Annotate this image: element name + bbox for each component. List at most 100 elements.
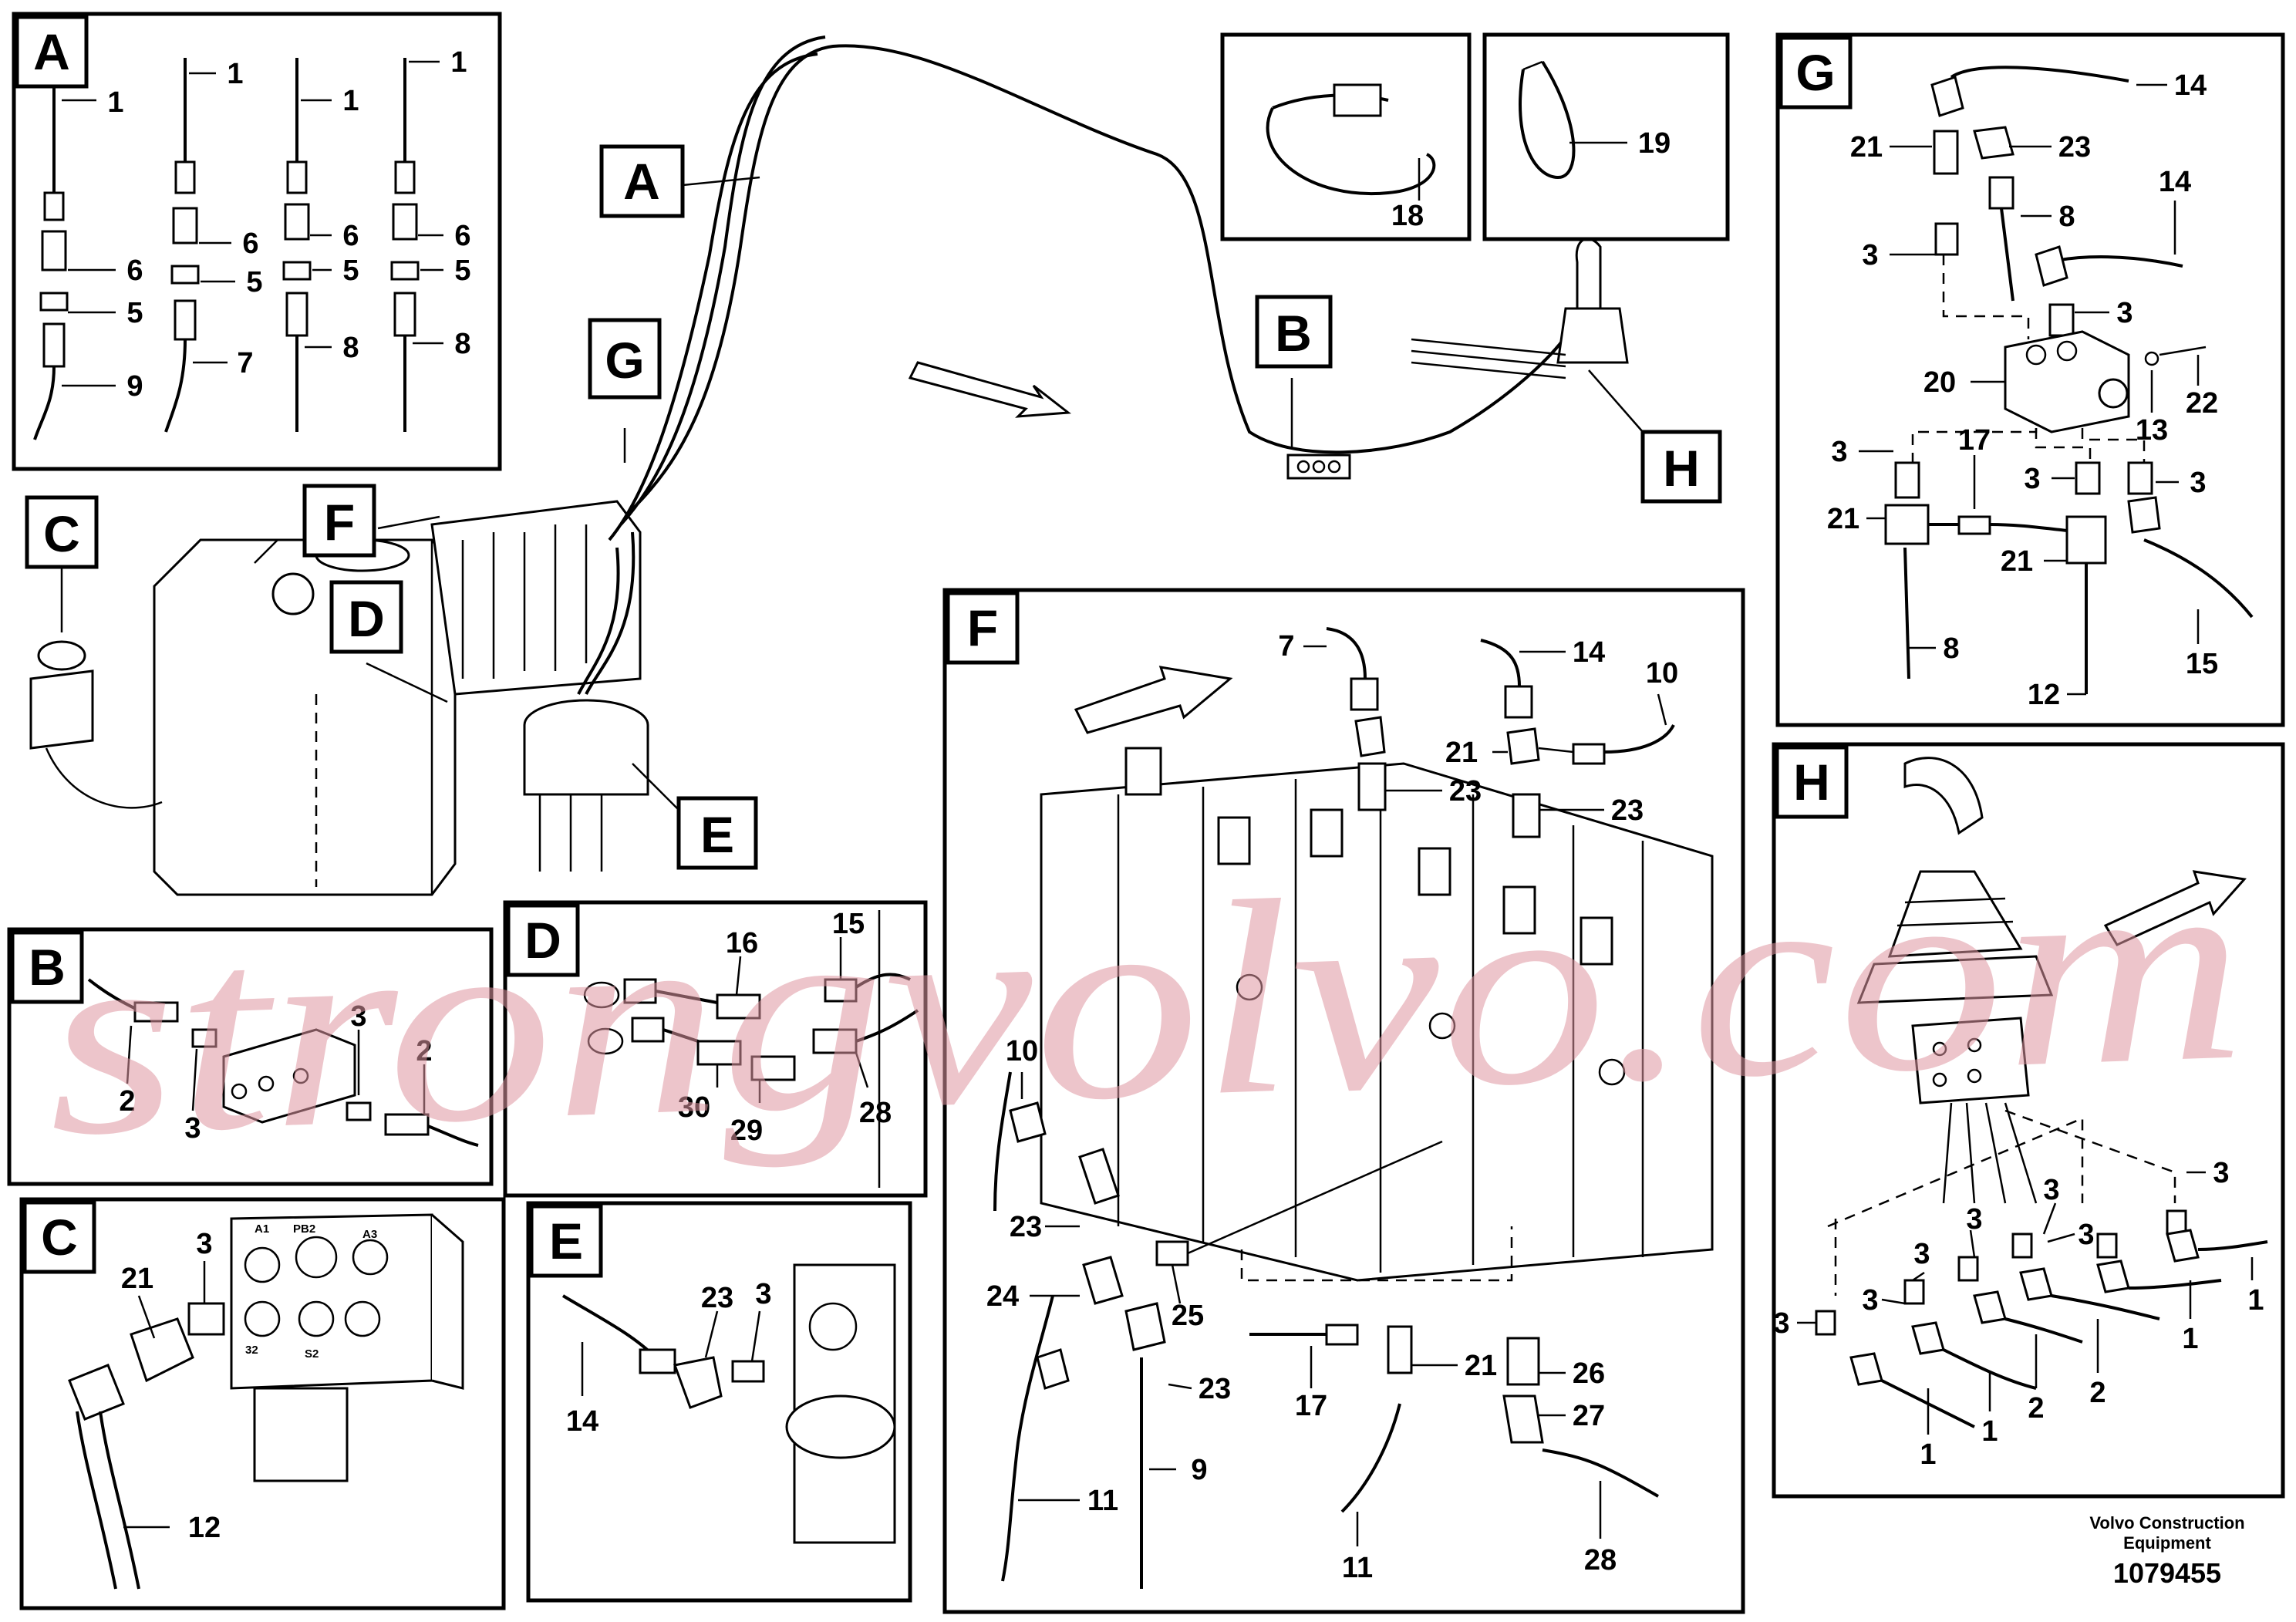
detail-F-label-11a: 11 <box>1087 1485 1118 1517</box>
detail-A-label-5a: 5 <box>126 297 143 329</box>
detail-G-label-21b: 21 <box>1827 503 1859 535</box>
main-callout-C-label: C <box>43 505 80 562</box>
detail-D-label-30: 30 <box>678 1091 710 1124</box>
detail-D-label-29: 29 <box>730 1114 763 1147</box>
footer-company-line1: Volvo Construction <box>2089 1513 2244 1533</box>
detail-A-label-9: 9 <box>126 370 143 403</box>
main-callout-C[interactable]: C <box>25 495 99 569</box>
detail-C-port-PB2: PB2 <box>293 1222 315 1236</box>
detail-H-label-2a: 2 <box>2028 1392 2044 1425</box>
main-callout-E[interactable]: E <box>676 796 758 870</box>
detail-B-label-2a: 2 <box>119 1085 135 1118</box>
label-18: 18 <box>1391 200 1424 232</box>
detail-H-label-3b: 3 <box>2043 1174 2059 1206</box>
detail-G-label-21c: 21 <box>2001 545 2033 578</box>
detail-F-label-21b: 21 <box>1465 1350 1497 1382</box>
main-callout-F-label: F <box>324 494 355 551</box>
detail-F-label-9: 9 <box>1191 1454 1207 1486</box>
detail-H-label-3f: 3 <box>1862 1284 1878 1317</box>
detail-G-label-12: 12 <box>2028 679 2060 711</box>
label-19: 19 <box>1638 127 1671 160</box>
detail-F-label-17: 17 <box>1295 1390 1327 1422</box>
detail-H-label-2b: 2 <box>2089 1377 2106 1409</box>
detail-F: F <box>942 588 1745 1614</box>
detail-F-label-10b: 10 <box>1006 1035 1038 1067</box>
detail-A: A <box>12 12 502 471</box>
detail-H-label-3a: 3 <box>2213 1157 2229 1189</box>
detail-A-label-5d: 5 <box>454 255 470 287</box>
detail-G-label-14a: 14 <box>2174 69 2207 102</box>
main-callout-A[interactable]: A <box>599 144 685 218</box>
detail-A-label-1c: 1 <box>342 85 359 117</box>
main-callout-B[interactable]: B <box>1255 295 1333 369</box>
detail-H-letter: H <box>1793 754 1830 811</box>
detail-D-label-16: 16 <box>726 927 758 959</box>
footer: Volvo Construction Equipment 1079455 <box>2089 1513 2244 1589</box>
detail-A-label-1d: 1 <box>450 46 467 79</box>
detail-18-panel: 18 <box>1220 32 1472 241</box>
detail-F-label-23a: 23 <box>1449 775 1482 808</box>
detail-A-label-8a: 8 <box>342 332 359 364</box>
detail-D-label-28: 28 <box>859 1097 892 1129</box>
detail-F-label-7: 7 <box>1278 630 1294 663</box>
detail-B-letter: B <box>29 939 66 996</box>
detail-A-label-1b: 1 <box>227 58 243 90</box>
detail-H-label-1a: 1 <box>1920 1438 1936 1471</box>
detail-H-label-3e: 3 <box>1913 1238 1930 1270</box>
detail-F-label-24: 24 <box>986 1280 1019 1313</box>
detail-F-letter: F <box>967 599 998 656</box>
detail-G-label-20: 20 <box>1923 366 1956 399</box>
detail-G-label-17: 17 <box>1958 424 1991 457</box>
main-callout-F[interactable]: F <box>302 484 376 558</box>
detail-F-label-25: 25 <box>1172 1300 1204 1332</box>
detail-H: H <box>1772 742 2285 1499</box>
detail-B: B 2 3 3 2 <box>7 927 494 1186</box>
detail-C: C A1 PB2 A3 S2 32 3 21 12 <box>19 1197 506 1610</box>
detail-G-label-15: 15 <box>2186 648 2218 680</box>
detail-H-label-1b: 1 <box>1981 1415 1998 1448</box>
detail-E-label-3: 3 <box>755 1278 771 1310</box>
detail-G-label-3b: 3 <box>2116 297 2132 329</box>
detail-A-label-7: 7 <box>237 347 253 379</box>
detail-F-label-26: 26 <box>1573 1357 1605 1390</box>
detail-G: G <box>1775 32 2285 727</box>
detail-19-panel: 19 <box>1482 32 1730 241</box>
detail-A-label-5c: 5 <box>342 255 359 287</box>
detail-A-label-6b: 6 <box>242 228 258 260</box>
detail-G-label-3d: 3 <box>2024 463 2040 495</box>
footer-company-line2: Equipment <box>2123 1533 2211 1553</box>
detail-D-letter: D <box>524 912 561 969</box>
detail-H-label-3d: 3 <box>2078 1219 2094 1251</box>
main-callout-B-label: B <box>1275 305 1312 362</box>
detail-E-label-14: 14 <box>566 1405 598 1438</box>
detail-C-port-A1: A1 <box>255 1222 269 1236</box>
detail-C-label-12: 12 <box>188 1512 221 1544</box>
detail-G-label-8a: 8 <box>2058 201 2075 233</box>
detail-G-label-8b: 8 <box>1943 632 1959 665</box>
detail-F-label-23d: 23 <box>1199 1373 1231 1405</box>
detail-F-label-21a: 21 <box>1445 737 1478 769</box>
detail-H-label-1d: 1 <box>2247 1284 2264 1317</box>
detail-F-label-10a: 10 <box>1646 657 1678 690</box>
main-callout-G[interactable]: G <box>588 318 662 400</box>
detail-B-label-3a: 3 <box>184 1112 201 1145</box>
main-callout-H[interactable]: H <box>1640 430 1722 504</box>
detail-B-label-2b: 2 <box>416 1035 432 1067</box>
detail-E-letter: E <box>549 1212 583 1270</box>
detail-E-label-23: 23 <box>701 1282 733 1314</box>
detail-G-label-3c: 3 <box>1831 436 1847 468</box>
detail-A-label-6d: 6 <box>454 220 470 252</box>
detail-G-label-13: 13 <box>2136 414 2168 447</box>
main-callout-E-label: E <box>700 806 734 863</box>
detail-G-label-3e: 3 <box>2190 467 2206 499</box>
main-callout-D-label: D <box>348 590 385 647</box>
detail-C-label-21: 21 <box>121 1263 153 1295</box>
detail-C-port-S2: S2 <box>305 1347 319 1361</box>
detail-A-letter: A <box>33 23 70 80</box>
detail-C-label-3: 3 <box>196 1228 212 1260</box>
detail-C-port-32: 32 <box>245 1344 258 1357</box>
main-callout-G-label: G <box>605 332 644 389</box>
main-callout-D[interactable]: D <box>329 580 403 654</box>
detail-G-letter: G <box>1795 44 1835 101</box>
